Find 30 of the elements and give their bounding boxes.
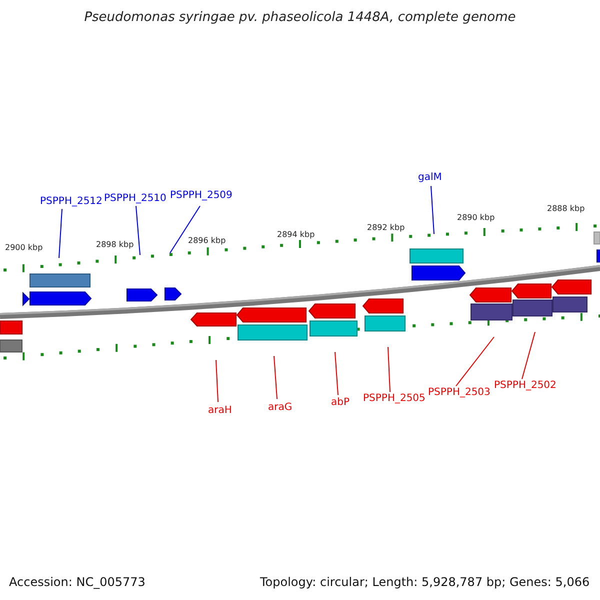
gene-label: abP: [331, 397, 350, 408]
leader-line: [522, 332, 536, 380]
gene-label: PSPPH_2502: [494, 380, 556, 391]
leader-line: [58, 208, 62, 258]
gene-label: araG: [268, 402, 292, 413]
leader-line: [430, 186, 434, 234]
leader-line: [334, 352, 338, 396]
leader-line: [388, 346, 390, 392]
leader-line: [136, 206, 140, 256]
scale-label: 2894 kbp: [277, 230, 315, 239]
scale-label: 2888 kbp: [547, 204, 585, 213]
gene-label: PSPPH_2509: [170, 190, 232, 201]
gene-label: PSPPH_2510: [104, 193, 166, 204]
title: Pseudomonas syringae pv. phaseolicola 1448A, complete genome: [83, 10, 517, 25]
leader-line: [170, 206, 200, 254]
gene-label: araH: [208, 405, 232, 416]
accession-label: Accession: NC_005773: [9, 575, 146, 589]
genome-info: Topology: circular; Length: 5,928,787 bp; Genes: 5,066: [260, 575, 590, 589]
gene-label: PSPPH_2503: [428, 387, 490, 398]
leader-line: [274, 356, 278, 400]
leader-line: [216, 360, 218, 402]
scale-label: 2898 kbp: [96, 240, 134, 249]
scale-label: 2892 kbp: [367, 223, 405, 232]
gene-label: PSPPH_2512: [40, 196, 102, 207]
gene-label: PSPPH_2505: [363, 393, 426, 404]
scale-label: 2900 kbp: [5, 243, 43, 252]
gene-label: galM: [418, 172, 442, 183]
leader-line: [456, 336, 494, 386]
scale-label: 2890 kbp: [457, 213, 495, 222]
scale-label: 2896 kbp: [188, 236, 226, 245]
